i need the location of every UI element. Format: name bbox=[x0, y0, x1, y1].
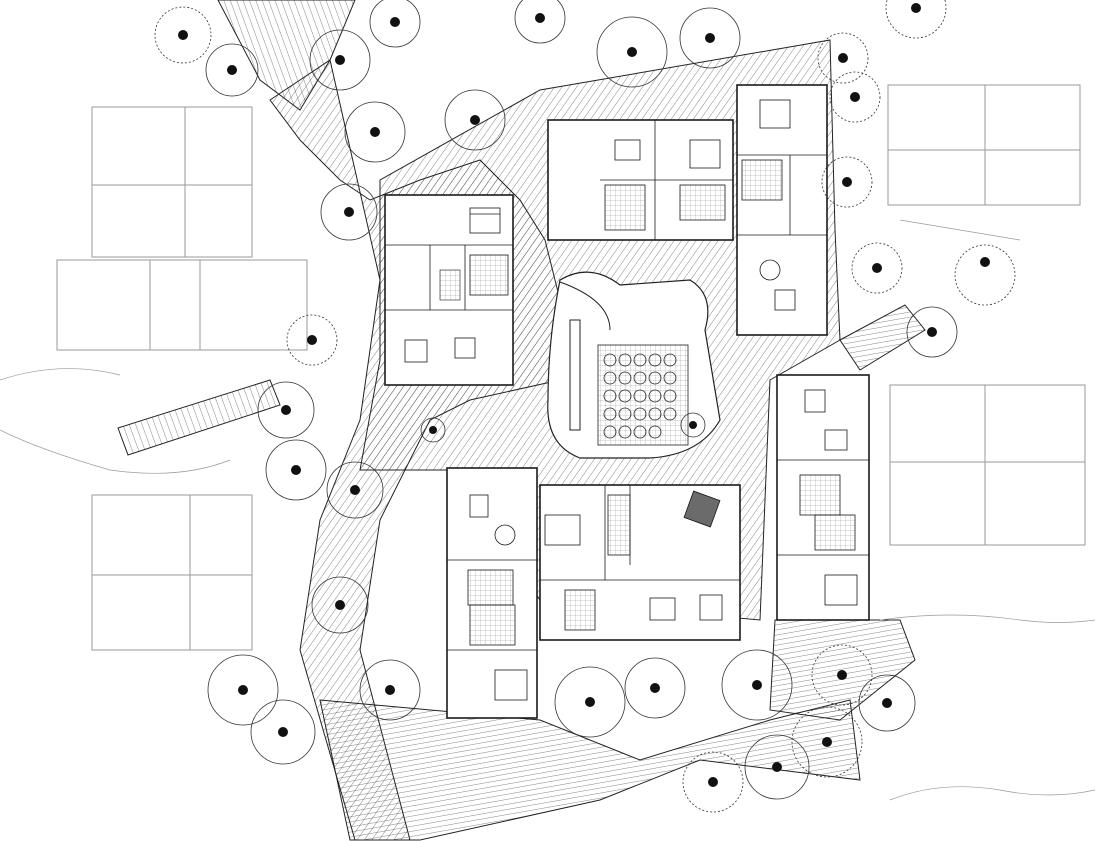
tree-icon bbox=[154, 6, 212, 64]
tree-icon bbox=[906, 306, 958, 358]
sofa-icon bbox=[774, 289, 796, 311]
tree-icon bbox=[309, 29, 371, 91]
tree-icon bbox=[344, 101, 406, 163]
tree-icon bbox=[851, 242, 903, 294]
sofa-icon bbox=[804, 389, 826, 413]
table-icon bbox=[494, 524, 516, 546]
tree-icon bbox=[207, 654, 279, 726]
tree-icon bbox=[624, 657, 686, 719]
tree-icon bbox=[721, 649, 793, 721]
tree-icon bbox=[791, 706, 863, 778]
bed-icon bbox=[759, 99, 791, 129]
trees bbox=[154, 0, 1016, 813]
tree-icon bbox=[311, 576, 369, 634]
houses bbox=[384, 84, 870, 719]
stair-icon bbox=[439, 269, 461, 301]
tree-icon bbox=[679, 7, 741, 69]
courtyard-bench bbox=[569, 319, 581, 431]
neighbor-right-1 bbox=[887, 84, 1081, 206]
deck-southeast bbox=[769, 619, 916, 721]
tree-icon bbox=[744, 734, 810, 800]
house-west bbox=[384, 194, 514, 386]
table-icon bbox=[454, 337, 476, 359]
tree-icon bbox=[257, 381, 315, 439]
neighbor-left-2 bbox=[56, 259, 308, 351]
bed-icon bbox=[824, 574, 858, 606]
tree-icon bbox=[811, 644, 873, 706]
house-northeast bbox=[736, 84, 828, 336]
tree-icon bbox=[885, 0, 947, 39]
table-icon bbox=[759, 259, 781, 281]
bed-icon bbox=[494, 669, 528, 701]
bed-icon bbox=[689, 139, 721, 169]
courtyard-garden-icon bbox=[597, 344, 689, 446]
tree-icon bbox=[682, 751, 744, 813]
tree-icon bbox=[369, 0, 421, 48]
courtyard-arc bbox=[559, 281, 611, 331]
tree-icon bbox=[320, 183, 378, 241]
tree-icon bbox=[250, 699, 316, 765]
tree-icon bbox=[554, 666, 626, 738]
tree-icon bbox=[680, 412, 706, 438]
contours bbox=[0, 219, 1095, 801]
table-icon bbox=[683, 490, 721, 528]
tree-icon bbox=[954, 244, 1016, 306]
tree-icon bbox=[821, 156, 873, 208]
table-icon bbox=[614, 139, 641, 161]
table-icon bbox=[824, 429, 848, 451]
neighbor-left-1 bbox=[91, 106, 253, 258]
table-icon bbox=[649, 597, 676, 621]
house-south-west bbox=[446, 467, 538, 719]
sofa-icon bbox=[404, 339, 428, 363]
tree-icon bbox=[858, 674, 916, 732]
bed-icon bbox=[469, 207, 501, 234]
tree-icon bbox=[514, 0, 566, 44]
sofa-icon bbox=[699, 594, 723, 621]
tree-icon bbox=[829, 71, 881, 123]
tree-icon bbox=[420, 417, 446, 443]
tree-icon bbox=[596, 16, 668, 88]
house-south-central bbox=[539, 484, 741, 641]
tree-icon bbox=[326, 461, 384, 519]
deck-east-arm bbox=[839, 304, 926, 371]
neighbor-left-3 bbox=[91, 494, 253, 651]
deck-west-arm bbox=[117, 379, 281, 456]
house-east bbox=[776, 374, 870, 621]
deck-south bbox=[319, 699, 861, 841]
house-north bbox=[547, 119, 734, 241]
tree-icon bbox=[265, 439, 327, 501]
neighbor-outlines bbox=[56, 84, 1086, 651]
sofa-icon bbox=[469, 494, 489, 518]
courtyard bbox=[547, 271, 721, 459]
neighbor-right-2 bbox=[889, 384, 1086, 546]
tree-icon bbox=[444, 89, 506, 151]
tree-icon bbox=[359, 659, 421, 721]
tree-icon bbox=[205, 43, 259, 97]
tree-icon bbox=[817, 32, 869, 84]
bed-icon bbox=[544, 514, 581, 546]
tree-icon bbox=[286, 314, 338, 366]
